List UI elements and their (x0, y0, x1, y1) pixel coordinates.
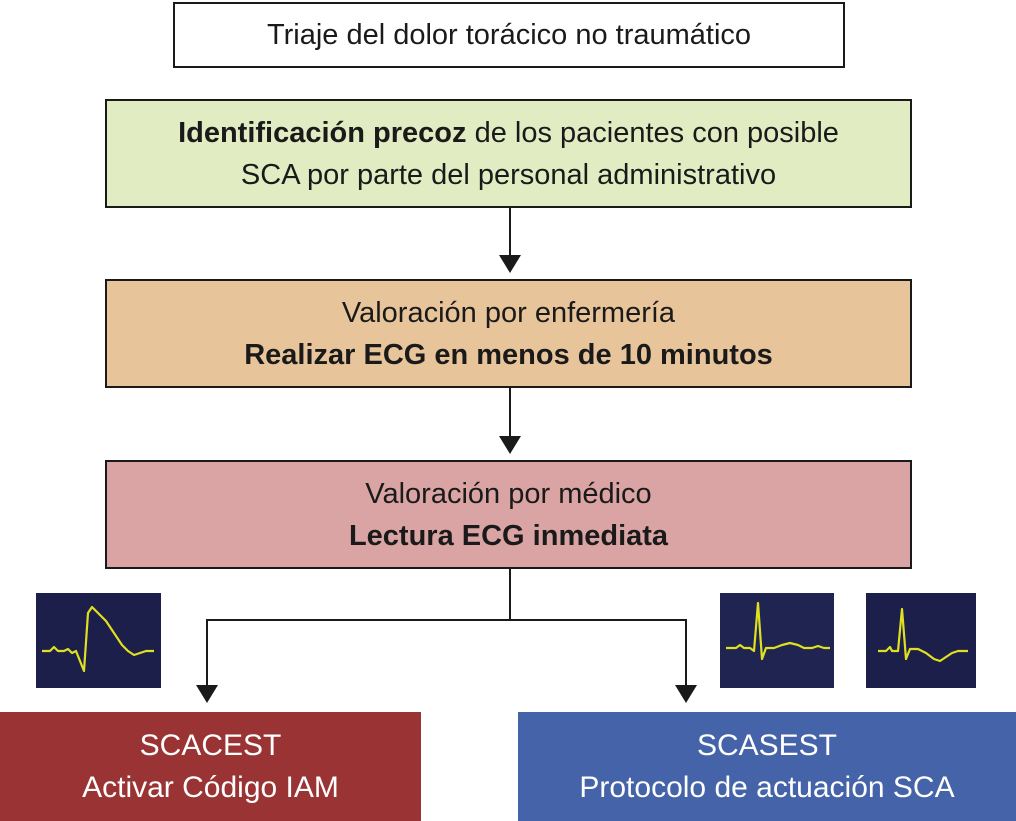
step-nursing-line2: Realizar ECG en menos de 10 minutos (244, 338, 773, 371)
arrow-step1-to-step2 (499, 208, 521, 273)
step-physician-line2: Lectura ECG inmediata (348, 519, 669, 552)
ecg-st-elevation-icon (36, 593, 161, 688)
outcome-scacest: SCACEST Activar Código IAM (0, 712, 421, 821)
ecg-normal-icon (720, 593, 834, 688)
arrow-step2-to-step3 (499, 388, 521, 454)
ecg-t-inversion-icon (866, 593, 976, 688)
outcome-scacest-line1: SCACEST (139, 728, 282, 762)
step-identification-rest: de los pacientes con posible (466, 116, 839, 149)
flowchart-title: Triaje del dolor torácico no traumático (173, 2, 845, 68)
outcome-scacest-line2: Activar Código IAM (82, 770, 339, 804)
outcome-scasest-line1: SCASEST (696, 728, 838, 762)
step-identification: Identificación precoz de los pacientes c… (105, 99, 912, 208)
arrow-to-scasest (675, 619, 697, 703)
step-identification-bold: Identificación precoz (178, 116, 467, 149)
step-physician-line1: Valoración por médico (365, 477, 652, 510)
arrow-to-scacest (196, 619, 218, 703)
outcome-scasest: SCASEST Protocolo de actuación SCA (518, 712, 1016, 821)
step-identification-line2: SCA por parte del personal administrativ… (240, 158, 777, 191)
step-physician-assessment: Valoración por médico Lectura ECG inmedi… (105, 460, 912, 569)
step-nursing-assessment: Valoración por enfermería Realizar ECG e… (105, 279, 912, 388)
branch-connector (207, 569, 686, 621)
step-identification-line1: Identificación precoz de los pacientes c… (178, 112, 839, 154)
step-nursing-line1: Valoración por enfermería (341, 296, 676, 329)
outcome-scasest-line2: Protocolo de actuación SCA (579, 770, 955, 804)
flowchart-title-text: Triaje del dolor torácico no traumático (266, 19, 752, 51)
